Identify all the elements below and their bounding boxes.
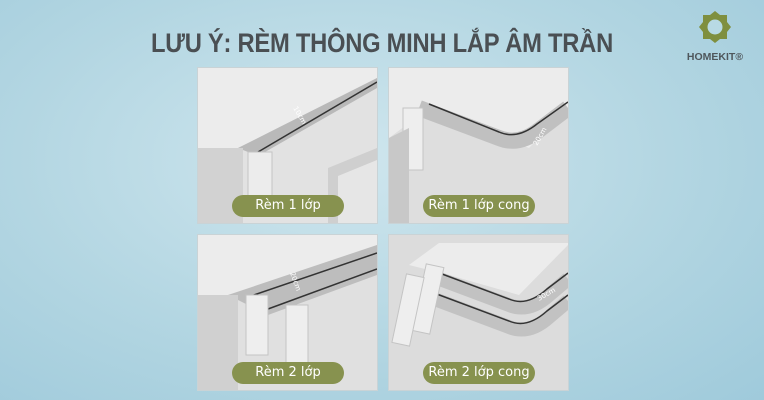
- homekit-logo: HOMEKIT®: [680, 10, 750, 63]
- panel-rem-2-lop-cong: 30cm Rèm 2 lớp cong: [388, 234, 569, 391]
- panel-label: Rèm 1 lớp: [232, 195, 344, 217]
- panel-label: Rèm 2 lớp cong: [423, 362, 535, 384]
- panel-rem-2-lop: 20cm Rèm 2 lớp: [197, 234, 378, 391]
- page-title: LƯU Ý: RÈM THÔNG MINH LẮP ÂM TRẦN: [151, 28, 613, 58]
- curtain-track-illustration: 20cm: [389, 68, 568, 223]
- logo-text: HOMEKIT®: [686, 51, 744, 63]
- panel-label: Rèm 2 lớp: [232, 362, 344, 384]
- panel-rem-1-lop: 10cm Rèm 1 lớp: [197, 67, 378, 224]
- curtain-track-illustration: 30cm: [389, 235, 568, 390]
- panel-rem-1-lop-cong: 20cm Rèm 1 lớp cong: [388, 67, 569, 224]
- logo-ring-icon: [699, 11, 731, 43]
- panel-label: Rèm 1 lớp cong: [423, 195, 535, 217]
